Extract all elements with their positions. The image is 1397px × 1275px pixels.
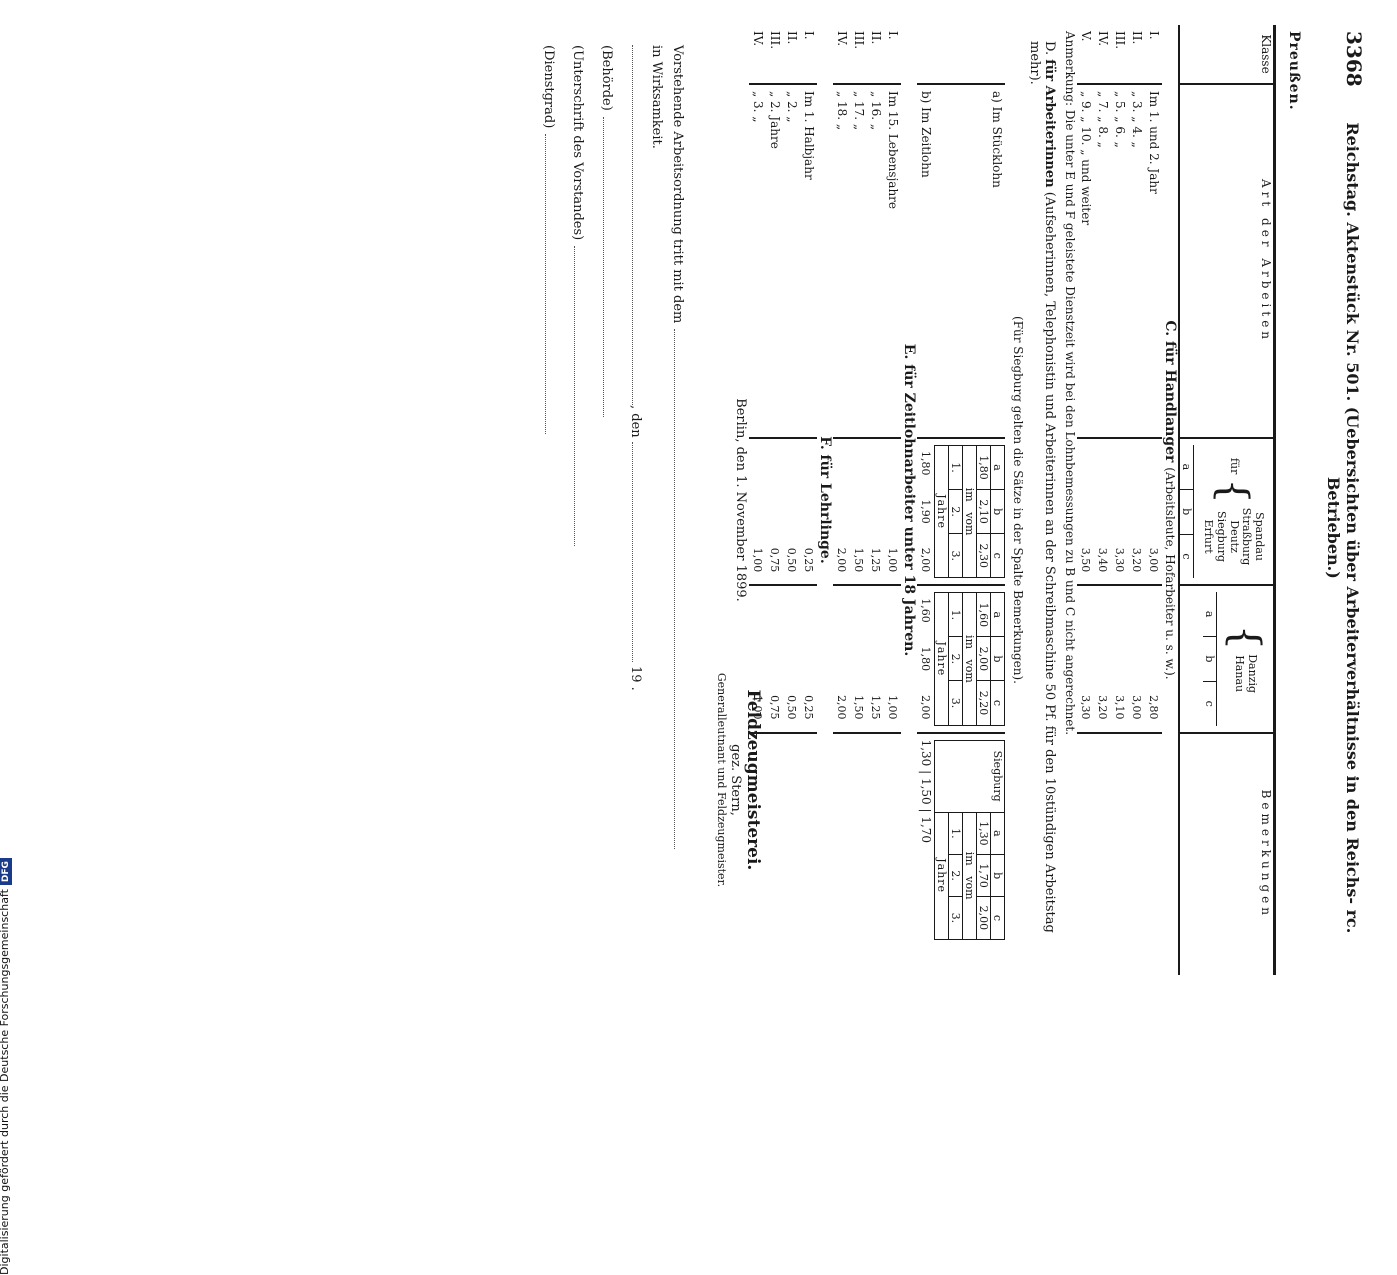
page-title: Reichstag. Aktenstück Nr. 501. (Uebersic… [1324,122,1362,934]
place-date-line: , den 19 . [628,25,643,975]
document-page: 3368 Reichstag. Aktenstück Nr. 501. (Ueb… [8,5,1388,995]
section-d-zeit-siegburg: 1,30 | 1,50 | 1,70 [916,732,934,975]
section-c-labels: Im 1. und 2. Jahr„ 3. „ 4. „„ 5. „ 6. „„… [1076,84,1162,438]
section-d-title: D. für Arbeiterinnen (Aufseherinnen, Tel… [1005,25,1063,975]
anmerkung-note: Anmerkung: Die unter E und F geleistete … [1062,31,1077,736]
section-c-title: C. für Handlanger (Arbeitsleute, Hofarbe… [1161,320,1178,680]
city-erfurt: Erfurt [1202,519,1216,554]
header-art: Art der Arbeiten [1178,84,1273,438]
siegburg-label: Siegburg [934,740,1005,813]
header-cities-a: für { Spandau Straßburg Deutz Siegburg Er… [1178,438,1273,586]
city-hanau: Hanau [1233,655,1246,693]
header-klasse: Klasse [1178,25,1273,84]
behoerde-field: (Behörde) [599,25,614,975]
unterschrift-field: (Unterschrift des Vorstandes) [570,25,585,975]
page-number: 3368 [1342,31,1366,87]
sub-b: b [1203,636,1216,681]
sub-c: c [1203,680,1216,726]
city-danzig: Danzig [1245,654,1259,694]
date-blank [632,441,633,662]
section-c-title-row: C. für Handlanger (Arbeitsleute, Hofarbe… [1162,25,1179,975]
sub-c: c [1179,533,1193,579]
signature-block: Feldzeugmeisterei. gez. Stern, Generalle… [715,585,763,975]
section-d-subtitle: (Für Siegburg gelten die Sätze in der Sp… [1010,316,1025,684]
section-d-row-b: b) Im Zeitlohn [916,84,934,438]
dfg-logo: DFG [0,858,12,886]
section-e-title: E. für Zeitlohnarbeiter unter 18 Jahren. [900,343,917,657]
place-blank [632,45,633,405]
authority-name: Feldzeugmeisterei. [743,689,763,871]
signer-rank: Generalleutnant und Feldzeugmeister. [715,672,728,888]
city-strassburg: Straßburg [1240,507,1254,566]
section-f-title: F. für Lehrlinge. [816,436,833,564]
page-header: 3368 Reichstag. Aktenstück Nr. 501. (Ueb… [1324,25,1366,975]
sub-a: a [1203,610,1216,618]
city-spandau: Spandau [1253,512,1266,562]
section-e-rows: I.II.III.IV. Im 15. Lebensjahre„ 16. „„ … [832,25,901,975]
section-c-rows: I.II.III.IV.V. Im 1. und 2. Jahr„ 3. „ 4… [1076,25,1162,975]
effective-clause: Vorstehende Arbeitsordnung tritt mit dem [670,25,685,975]
section-c-roman: I.II.III.IV.V. [1078,31,1161,50]
state-heading: Preußen. [1286,31,1302,111]
dienstgrad-field: (Dienstgrad) [541,25,556,975]
section-e-title-row: E. für Zeitlohnarbeiter unter 18 Jahren. [901,25,917,975]
sub-a: a [1179,463,1193,471]
footer-block: Berlin, den 1. November 1899. Feldzeugme… [541,25,763,975]
scan-stage: 3368 Reichstag. Aktenstück Nr. 501. (Ueb… [0,5,1388,1275]
section-f-title-row: F. für Lehrlinge. [817,25,833,975]
header-fuer: für [1227,457,1241,475]
brace-a: { [1210,478,1257,504]
column-header-row: Klasse Art der Arbeiten für { Spandau Str… [1178,25,1273,975]
section-d-zeitlohn-row: b) Im Zeitlohn 1,80 1,90 2,00 1,60 1,80 … [916,25,934,975]
city-deutz: Deutz [1227,520,1241,553]
section-d-row-a: a) Im Stücklohn [933,84,1005,438]
table-top-rule [1273,25,1276,975]
wirksamkeit-line: in Wirksamkeit. [649,45,664,149]
section-d-title-row: D. für Arbeiterinnen (Aufseherinnen, Tel… [1005,25,1063,975]
header-bemerkungen: Bemerkungen [1178,732,1273,975]
signed-by: gez. Stern, [728,744,743,816]
effective-date-blank [674,329,675,850]
city-siegburg: Siegburg [1215,511,1229,563]
section-c-remarks [1076,732,1162,975]
sub-b: b [1179,488,1193,534]
brace-b: { [1222,624,1268,651]
anmerkung-row: Anmerkung: Die unter E und F geleistete … [1063,25,1077,975]
wage-table: Klasse Art der Arbeiten für { Spandau Str… [748,25,1273,975]
digitization-credit: Digitalisierung gefördert durch die Deut… [0,319,14,1275]
